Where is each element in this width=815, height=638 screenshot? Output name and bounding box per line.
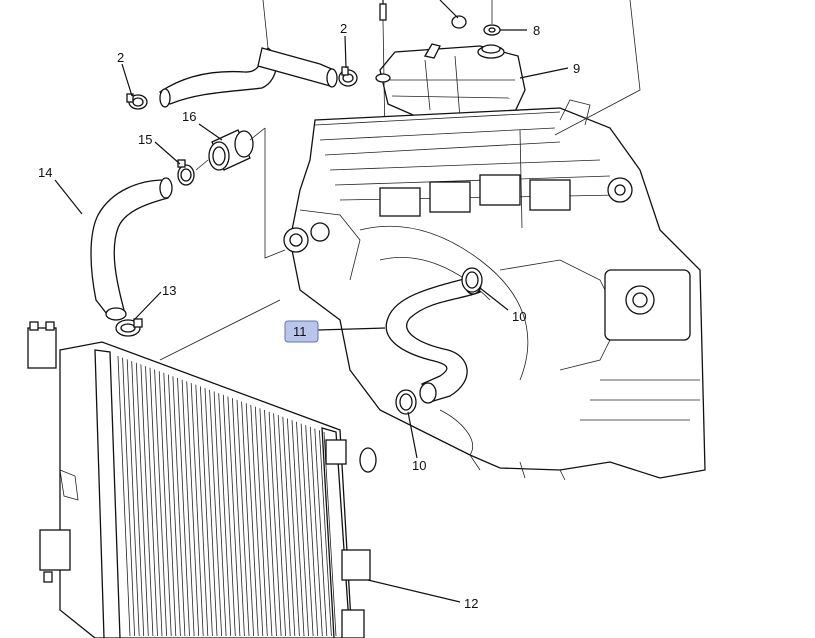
callout-11-highlight	[284, 320, 319, 343]
radiator-fin	[268, 411, 282, 637]
radiator-fin	[190, 382, 204, 637]
radiator-fin	[236, 399, 250, 637]
callout-11: 11	[293, 324, 307, 339]
radiator-fin	[140, 364, 154, 637]
radiator-inlet-hose	[90, 177, 173, 321]
radiator	[27, 321, 377, 638]
radiator-fin	[245, 403, 259, 637]
reservoir-cap-washer	[439, 0, 501, 36]
callout-8: 8	[533, 23, 540, 38]
radiator-fin	[149, 367, 163, 637]
hose-clamp-upper-10	[461, 267, 483, 293]
radiator-fin	[218, 393, 232, 637]
radiator-fin	[323, 431, 337, 637]
radiator-fins	[117, 355, 337, 637]
radiator-fin	[314, 428, 328, 637]
radiator-fin	[181, 379, 195, 637]
callout-16: 16	[182, 109, 196, 124]
radiator-fin	[122, 357, 135, 637]
radiator-fin	[232, 398, 245, 637]
radiator-fin	[259, 408, 273, 637]
radiator-fin	[163, 372, 177, 637]
radiator-fin	[254, 406, 268, 637]
radiator-fin	[209, 389, 222, 637]
radiator-fin	[158, 371, 172, 637]
hose-clamp-right	[338, 66, 358, 87]
upper-hose	[159, 0, 338, 108]
guide-lines	[159, 0, 641, 361]
hose-clamp-lower-10	[395, 389, 417, 415]
radiator-fin	[117, 355, 131, 637]
radiator-fin	[145, 366, 158, 637]
callout-9: 9	[573, 61, 580, 76]
hose-clamp-13	[115, 318, 143, 337]
radiator-fin	[264, 409, 277, 637]
callout-14: 14	[38, 165, 52, 180]
radiator-fin	[177, 377, 190, 637]
radiator-fin	[250, 404, 264, 637]
radiator-fin	[241, 401, 254, 637]
radiator-fin	[282, 416, 296, 637]
callout-leaders	[54, 29, 569, 603]
engine-assembly	[283, 99, 706, 481]
radiator-fin	[172, 376, 186, 637]
radiator-fin	[309, 426, 323, 637]
callout-13: 13	[162, 283, 176, 298]
radiator-fin	[277, 415, 291, 637]
radiator-fin	[291, 420, 305, 637]
radiator-fin	[186, 381, 200, 637]
callout-2-right: 2	[340, 21, 347, 36]
radiator-fin	[296, 421, 309, 637]
radiator-fin	[273, 413, 286, 637]
radiator-fin	[319, 430, 332, 637]
radiator-fin	[135, 362, 149, 637]
radiator-fin	[126, 359, 140, 637]
radiator-fin	[213, 391, 227, 637]
radiator-fin	[204, 388, 218, 637]
radiator-fin	[195, 384, 209, 637]
callout-labels: 2 2 8 9 16 15 14 13 11 10 10 12	[38, 21, 580, 611]
radiator-fin	[287, 418, 300, 637]
callout-12: 12	[464, 596, 478, 611]
radiator-fin	[305, 425, 319, 637]
callout-10-lower: 10	[412, 458, 426, 473]
callout-2-left: 2	[117, 50, 124, 65]
callout-15: 15	[138, 132, 152, 147]
hose-clamp-15	[177, 159, 195, 186]
callout-10-upper: 10	[512, 309, 526, 324]
radiator-fin	[154, 369, 167, 637]
radiator-fin	[222, 394, 236, 637]
radiator-fin	[131, 361, 145, 637]
radiator-fin	[300, 423, 314, 637]
hose-clamp-left	[126, 93, 148, 110]
radiator-fin	[227, 396, 241, 637]
coolant-reservoir	[379, 43, 526, 127]
radiator-fin	[168, 374, 181, 637]
radiator-fin	[200, 386, 213, 637]
